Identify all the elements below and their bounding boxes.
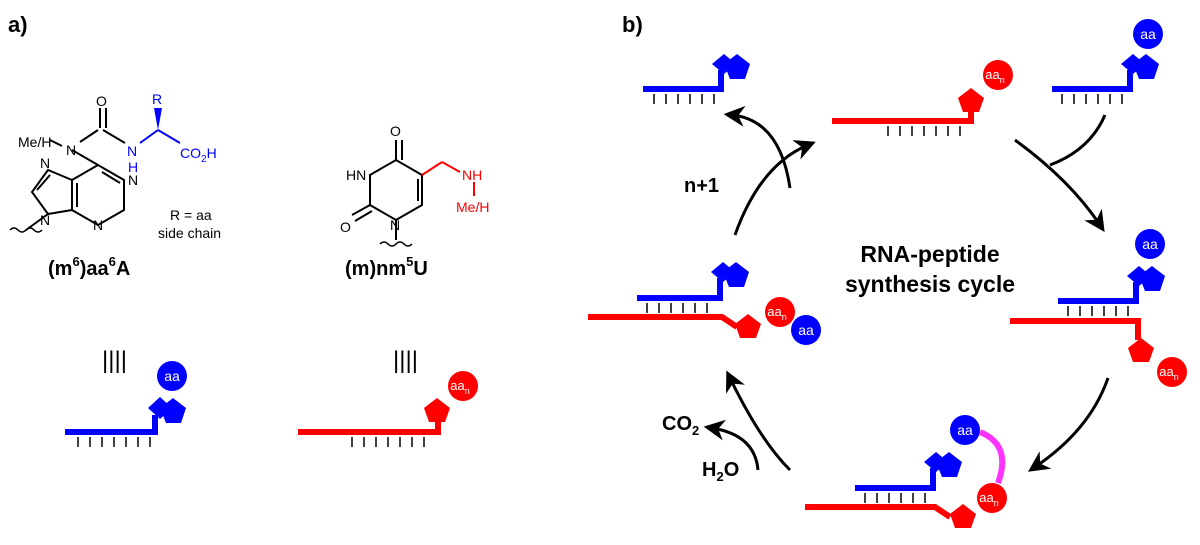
blue-aa-token-a [157, 361, 187, 391]
incoming-aa-label: aa [1140, 26, 1156, 42]
carbonyl-o-label: O [96, 93, 107, 109]
o-left-label: O [340, 219, 351, 235]
sugar-squiggle-2 [379, 241, 413, 247]
arrow-bottom-to-left [726, 370, 792, 472]
red-aan-token-label: aan [450, 378, 469, 396]
bottom-aan-token [977, 483, 1007, 513]
o-top-label: O [390, 123, 401, 139]
co2-label: CO2 [662, 413, 699, 438]
center-title-line1: RNA-peptide [860, 241, 999, 267]
red-aan-token-a [448, 371, 478, 401]
r-definition-1: R = aa [170, 207, 212, 223]
meh-red-label: Me/H [456, 199, 489, 215]
arrow-incoming-branch [1049, 114, 1107, 167]
purine-five-ring [30, 168, 73, 216]
left-aa-token [791, 315, 821, 345]
aminomethyl-part [421, 161, 475, 196]
right-duplex: aa aan [1010, 229, 1187, 387]
right-aan-label: aan [1159, 364, 1178, 382]
nh-n-label: N [127, 143, 137, 159]
mol2-name: (m)nm5U [345, 254, 428, 280]
cycle-arrows [703, 105, 1110, 472]
left-aan-token [765, 297, 795, 327]
bottom-aa-token [950, 415, 980, 445]
left-aan-label: aan [767, 304, 786, 322]
arrow-top-to-right [1014, 138, 1105, 232]
purine-six-ring [71, 163, 125, 227]
equivalence-bars-1: |||| [102, 347, 127, 374]
ring-n-2: N [93, 217, 103, 233]
ring-n-4: N [40, 212, 50, 228]
right-aa-label: aa [1142, 236, 1158, 252]
ring-n-1: N [128, 172, 138, 188]
n-label: N [66, 142, 76, 158]
sugar-squiggle-1 [9, 227, 43, 233]
acid-label: CO2H [180, 145, 217, 165]
bottom-aan-label: aan [979, 490, 998, 508]
bottom-aa-label: aa [957, 422, 973, 438]
peptide-link [978, 429, 1006, 485]
incoming-aa-token [1133, 19, 1163, 49]
top-red-aan-label: aan [985, 67, 1004, 85]
right-aan-token [1157, 357, 1187, 387]
right-aa-token [1135, 229, 1165, 259]
left-duplex: aan aa [588, 262, 821, 345]
ring-n-label: N [390, 217, 400, 233]
bottom-duplex: aa aan [805, 415, 1007, 528]
arrow-co2-branch [703, 419, 760, 471]
top-red-aan-token [983, 60, 1013, 90]
amino-acid-part [139, 108, 181, 144]
me-h-label: Me/H [18, 134, 51, 150]
mol1-name: (m6)aa6A [48, 254, 130, 280]
equivalence-bars-2: |||| [393, 347, 418, 374]
nh-h-label: H [128, 159, 138, 175]
incoming-blue-strand: aa [1052, 19, 1163, 104]
released-blue-strand [643, 54, 750, 104]
h2o-label: H2O [702, 459, 739, 484]
arrow-release-branch [723, 105, 792, 189]
left-aa-label: aa [798, 322, 814, 338]
arrow-right-to-bottom [1028, 377, 1110, 472]
red-strand-a: aan [298, 371, 478, 447]
nh-red-label: NH [462, 167, 482, 183]
arrow-left-to-top [733, 140, 816, 236]
molecule-mnm5u [351, 140, 423, 240]
panel-b-label: b) [622, 12, 643, 37]
uracil-ring [369, 158, 423, 222]
blue-aa-token-label: aa [164, 368, 180, 384]
ring-n-3: N [40, 155, 50, 171]
center-title-line2: synthesis cycle [845, 271, 1015, 297]
panel-a-label: a) [8, 12, 28, 37]
molecule-m6aa6a [25, 108, 126, 231]
n-plus-1-label: n+1 [684, 175, 719, 197]
blue-strand-a: aa [65, 361, 187, 447]
r-label: R [152, 91, 162, 107]
r-definition-2: side chain [158, 225, 221, 241]
hn-label: HN [346, 167, 366, 183]
top-red-strand: aan [832, 60, 1013, 136]
